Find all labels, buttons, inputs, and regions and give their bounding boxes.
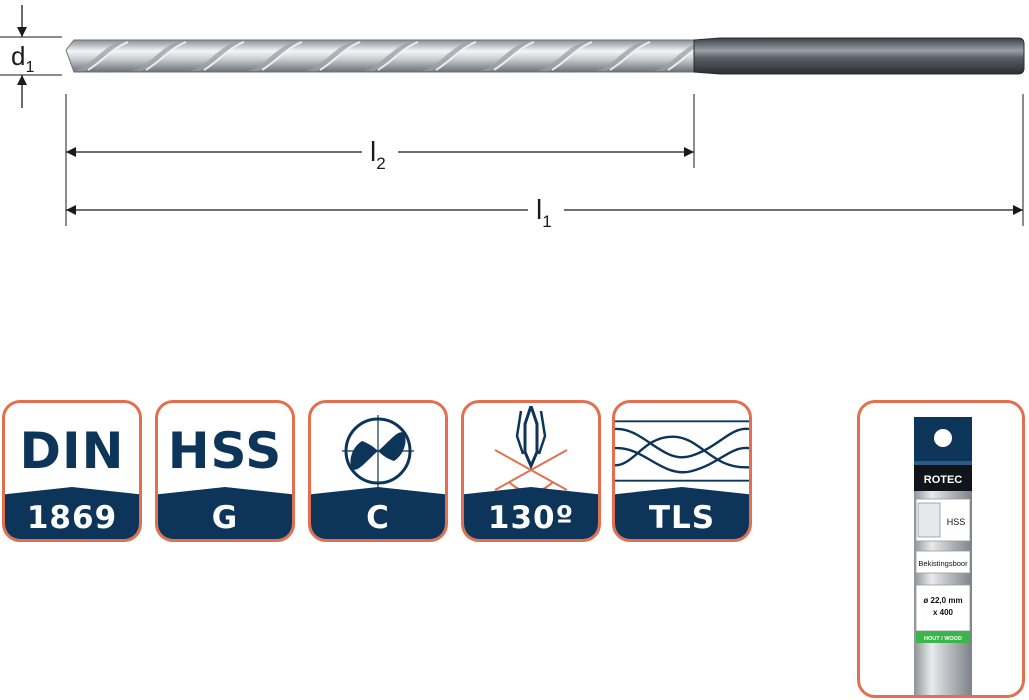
flute-highlight xyxy=(261,41,303,71)
flute-highlight xyxy=(435,41,477,71)
flute-segment xyxy=(132,41,190,71)
package-size-line1: ø 22,0 mm xyxy=(923,596,962,605)
drill-cross-section-icon xyxy=(342,415,414,487)
package-material: HSS xyxy=(947,517,966,527)
d1-label: d1 xyxy=(11,41,34,76)
flute-highlight xyxy=(551,41,593,71)
package-usage: HOUT / WOOD xyxy=(924,636,962,642)
flute-highlight xyxy=(493,41,535,71)
flute-highlight xyxy=(319,41,361,71)
flute-segment xyxy=(480,41,538,71)
dimension-l1: l1 xyxy=(66,194,1023,231)
badge-din: DIN 1869 xyxy=(2,400,142,542)
l2-label: l2 xyxy=(370,136,386,173)
flute-segment xyxy=(190,41,248,71)
badge-hss-bottom: G xyxy=(158,497,292,539)
flute-highlight xyxy=(203,41,245,71)
package-hanger xyxy=(914,417,972,467)
badge-core-bottom: C xyxy=(311,497,445,539)
badge-din-bottom: 1869 xyxy=(5,497,139,539)
drill-flutes xyxy=(74,41,712,71)
package-product: Bekistingsboor xyxy=(918,559,968,568)
package-card: ROTEC HSS Bekistingsboor ø 22,0 mm x 400… xyxy=(857,400,1025,698)
flute-highlight xyxy=(609,41,651,71)
package-brand: ROTEC xyxy=(924,474,963,486)
package-size-line2: x 400 xyxy=(933,608,954,617)
flute-segment xyxy=(596,41,654,71)
flute-icon xyxy=(615,420,749,482)
badge-core: C xyxy=(308,400,448,542)
flute-segment xyxy=(248,41,306,71)
dimension-d1: d1 xyxy=(0,5,62,108)
flute-segment xyxy=(538,41,596,71)
package-drill-thumbnail-icon xyxy=(917,502,941,538)
flute-segment xyxy=(654,41,712,71)
badge-hss: HSS G xyxy=(155,400,295,542)
badge-shank-bottom: TLS xyxy=(615,497,749,539)
badge-shank: TLS xyxy=(612,400,752,542)
flute-segment xyxy=(74,41,132,71)
dimension-l2: l2 xyxy=(66,136,694,173)
flute-segment xyxy=(422,41,480,71)
badge-angle: 130º xyxy=(461,400,601,542)
package-usage-bar xyxy=(916,631,970,643)
badge-din-top: DIN xyxy=(19,422,125,480)
point-angle-icon xyxy=(494,406,568,493)
flute-highlight xyxy=(87,41,129,71)
flute-segment xyxy=(364,41,422,71)
flute-highlight xyxy=(145,41,187,71)
drill-shank xyxy=(693,37,1025,75)
l1-label: l1 xyxy=(536,194,552,231)
drill-body xyxy=(65,39,712,73)
flute-segment xyxy=(306,41,364,71)
badge-angle-bottom: 130º xyxy=(464,497,598,539)
drill-technical-drawing: d1 l2 l1 xyxy=(0,5,1025,231)
badge-hss-top: HSS xyxy=(167,422,283,480)
flute-highlight xyxy=(377,41,419,71)
